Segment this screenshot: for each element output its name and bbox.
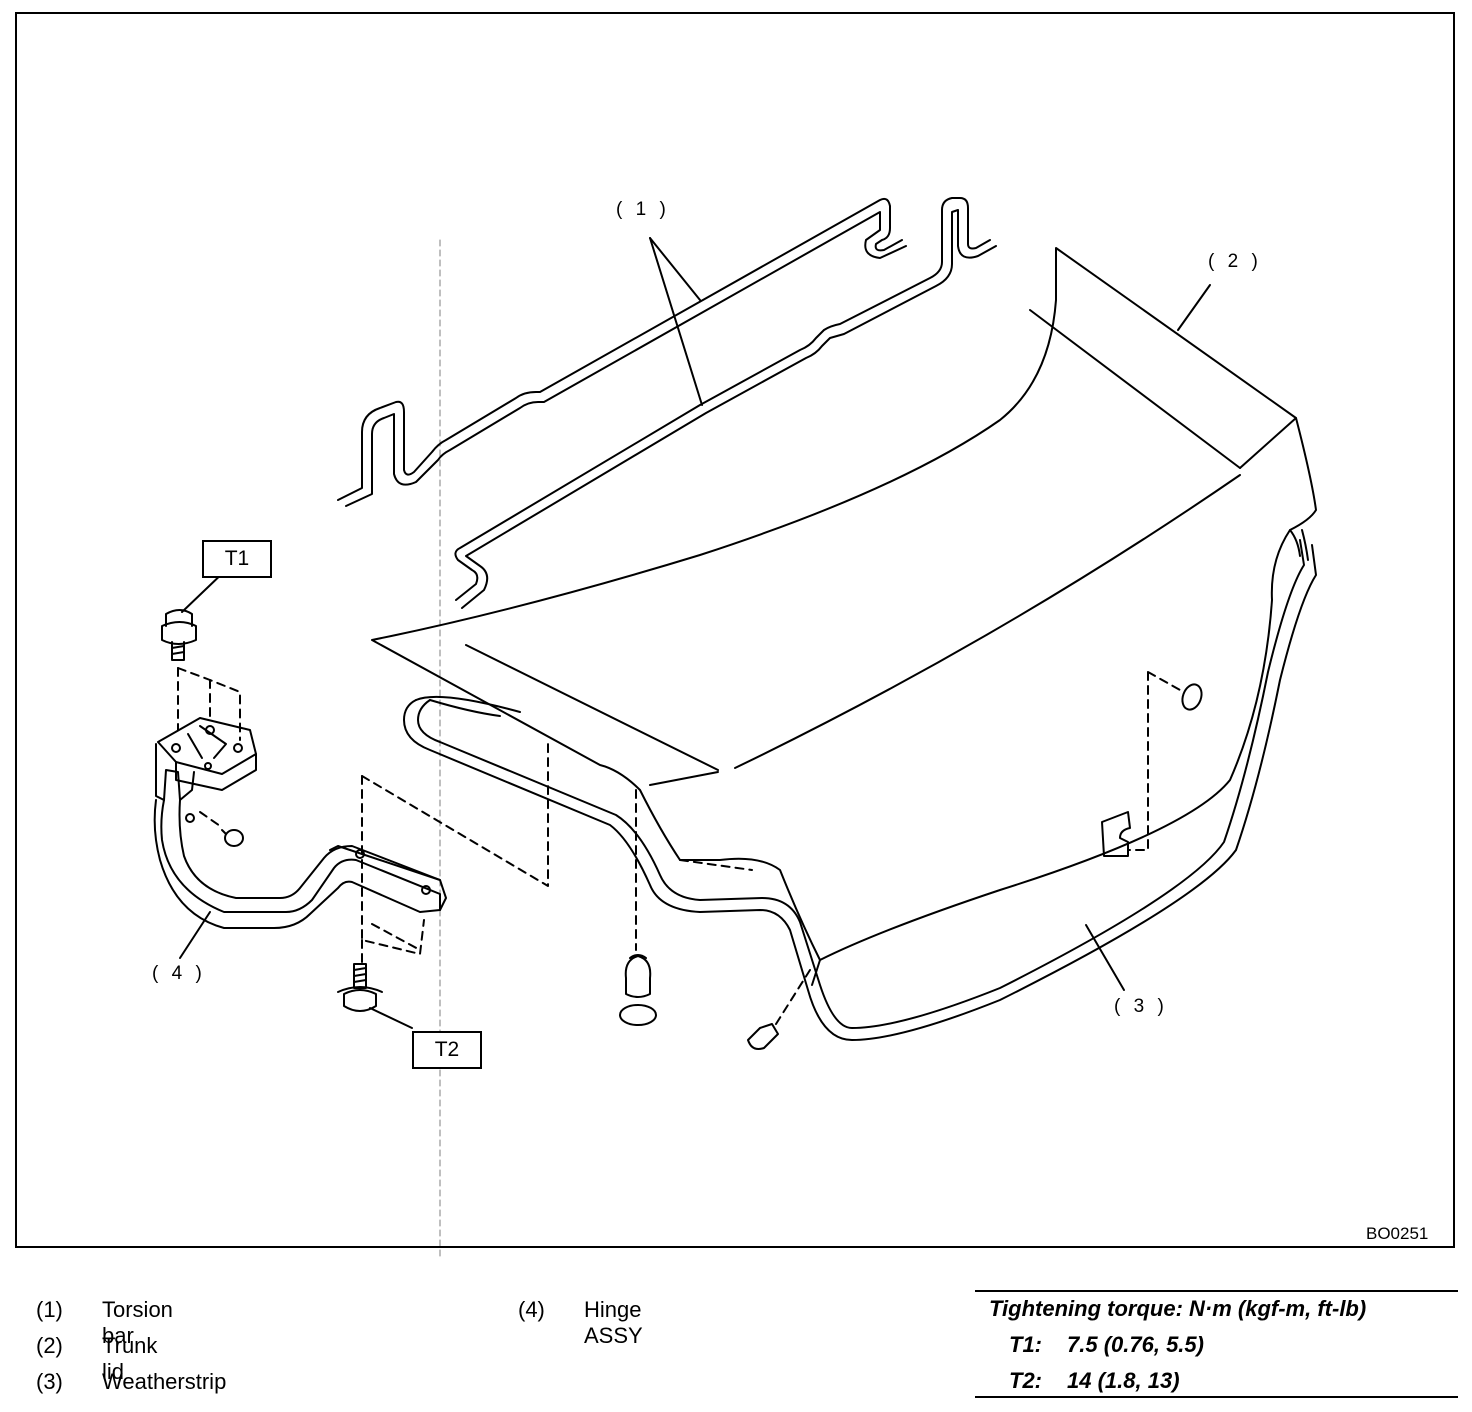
torsion-bar-upper — [337, 197, 907, 507]
legend-label: Trunk lid — [102, 1333, 158, 1384]
callout-3: ( 3 ) — [1114, 996, 1168, 1017]
torque-row-t2: T2: 14 (1.8, 13) — [1009, 1368, 1180, 1394]
weatherstrip — [403, 539, 1317, 1041]
legend-num: (4) — [518, 1297, 545, 1322]
dashed-guide-right — [1127, 671, 1181, 851]
torque-value: 14 (1.8, 13) — [1067, 1368, 1180, 1393]
exploded-view-drawing — [153, 197, 1317, 1259]
hinge-dashed-guides — [177, 667, 549, 969]
grommet-right — [1181, 683, 1203, 711]
torsion-bar-lower — [454, 197, 997, 609]
torque-key: T1: — [1009, 1332, 1042, 1357]
callout-2: ( 2 ) — [1208, 251, 1262, 272]
torque-key: T2: — [1009, 1368, 1042, 1393]
callout-1: ( 1 ) — [616, 199, 670, 220]
lid-stopper — [679, 859, 811, 1050]
bumper-stopper — [619, 789, 657, 1026]
hinge-assy — [153, 717, 447, 929]
figure-id: BO0251 — [1366, 1224, 1429, 1243]
torque-spec-title: Tightening torque: N·m (kgf-m, ft-lb) — [989, 1296, 1367, 1321]
torque-value: 7.5 (0.76, 5.5) — [1067, 1332, 1204, 1357]
legend-num: (3) — [36, 1369, 63, 1394]
torque-box-t2: T2 — [412, 1031, 482, 1069]
legend-num: (2) — [36, 1333, 63, 1358]
torque-box-t1: T1 — [202, 540, 272, 578]
legend-label: Hinge ASSY — [584, 1297, 643, 1348]
torque-spec-table: Tightening torque: N·m (kgf-m, ft-lb) T1… — [975, 1290, 1458, 1398]
diagram-frame — [15, 12, 1455, 1248]
legend-label: Weatherstrip — [102, 1369, 227, 1394]
bolt-t1 — [161, 567, 229, 661]
callout-4: ( 4 ) — [152, 963, 206, 984]
trunk-lid — [371, 247, 1317, 961]
leader-lines — [179, 237, 1211, 991]
bolt-t2 — [337, 963, 413, 1029]
weatherstrip-clip — [1101, 811, 1131, 857]
torque-row-t1: T1: 7.5 (0.76, 5.5) — [1009, 1332, 1204, 1358]
legend-num: (1) — [36, 1297, 63, 1322]
legend-label: Torsion bar — [102, 1297, 173, 1348]
